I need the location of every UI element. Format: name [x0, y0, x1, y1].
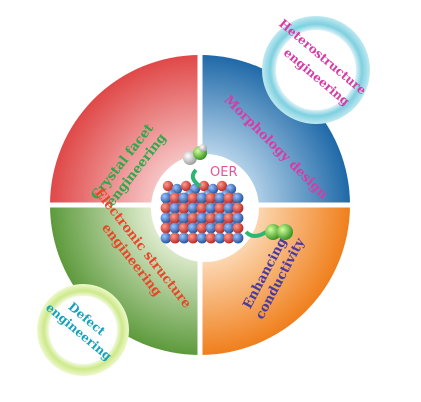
lattice-atom: [178, 212, 190, 224]
lattice-atom: [196, 232, 208, 244]
lattice-atom: [205, 212, 217, 224]
lattice-atom: [196, 202, 208, 214]
lattice-atom: [205, 232, 217, 244]
lattice-atom: [223, 212, 235, 224]
crystal-lattice-cluster: [160, 180, 244, 244]
lattice-atom: [169, 222, 181, 234]
lattice-atom: [169, 232, 181, 244]
lattice-atom: [160, 202, 172, 214]
lattice-atom: [178, 222, 190, 234]
lattice-atom: [232, 232, 244, 244]
lattice-atom: [232, 222, 244, 234]
lattice-atom: [187, 192, 199, 204]
lattice-atom: [223, 202, 235, 214]
oer-label: OER: [210, 165, 237, 180]
lattice-atom: [187, 222, 199, 234]
lattice-atom: [187, 212, 199, 224]
lattice-atom: [178, 202, 190, 214]
lattice-atom: [196, 192, 208, 204]
lattice-atom: [169, 192, 181, 204]
lattice-atom: [187, 202, 199, 214]
adsorbate-top-molecule: [183, 144, 207, 188]
lattice-atom: [178, 232, 190, 244]
lattice-atom: [169, 212, 181, 224]
lattice-atom: [160, 212, 172, 224]
lattice-atom: [178, 192, 190, 204]
lattice-atom: [160, 232, 172, 244]
lattice-atom: [162, 180, 174, 192]
lattice-atom: [223, 232, 235, 244]
lattice-atom: [214, 202, 226, 214]
adsorbate-right-molecule: [244, 224, 293, 240]
lattice-atom: [223, 222, 235, 234]
lattice-atom: [205, 202, 217, 214]
lattice-atom: [214, 232, 226, 244]
lattice-atom: [214, 212, 226, 224]
lattice-atom: [214, 222, 226, 234]
lattice-atom: [196, 222, 208, 234]
ring-defect: [37, 284, 129, 376]
lattice-atom: [205, 222, 217, 234]
lattice-atom: [180, 180, 192, 192]
lattice-atom: [232, 212, 244, 224]
lattice-atom: [223, 192, 235, 204]
ring-heterostructure: [262, 16, 370, 124]
lattice-atom: [232, 202, 244, 214]
lattice-atom: [216, 180, 228, 192]
quadrant-electronic-structure: [50, 205, 200, 355]
lattice-atom: [214, 192, 226, 204]
quadrant-crystal-facet: [50, 55, 200, 205]
lattice-atom: [232, 192, 244, 204]
lattice-atom: [169, 202, 181, 214]
lattice-atom: [160, 192, 172, 204]
lattice-atom: [160, 222, 172, 234]
lattice-atom: [196, 212, 208, 224]
lattice-atom: [198, 180, 210, 192]
lattice-atom: [187, 232, 199, 244]
lattice-atom: [205, 192, 217, 204]
